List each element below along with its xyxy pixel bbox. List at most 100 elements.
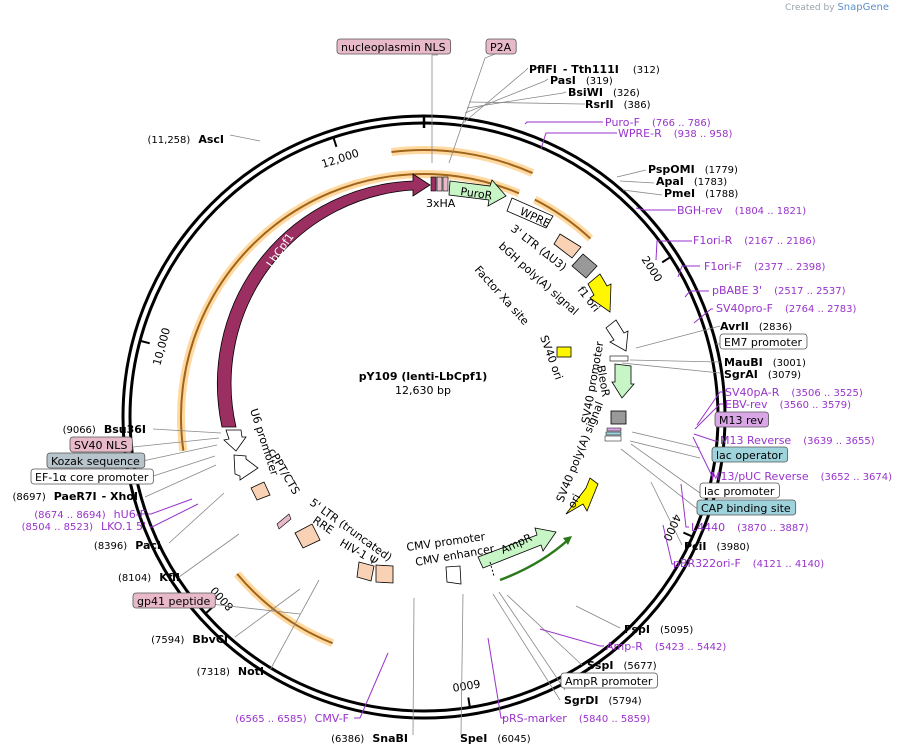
- site-noti[interactable]: NotI(7318): [197, 665, 264, 678]
- primer-name: pBR322ori-F: [673, 557, 741, 570]
- feature-box-6[interactable]: CAP binding site: [696, 499, 797, 516]
- feature-box-8[interactable]: gp41 peptide: [132, 592, 216, 609]
- bleor-feature[interactable]: [611, 363, 635, 399]
- primer-9[interactable]: M13 Reverse(3639 .. 3655): [720, 434, 875, 447]
- cmv-enhancer-feature[interactable]: [375, 564, 394, 584]
- site-paci[interactable]: PacI(8396): [94, 539, 161, 552]
- primer-16[interactable]: hU6-F(8674 .. 8694): [34, 508, 146, 521]
- bgh-polya-feature[interactable]: [571, 253, 598, 279]
- sv40ori-label: SV40 ori: [537, 334, 565, 382]
- site-name: PflFI: [529, 63, 557, 76]
- site-asci[interactable]: AscI(11,258): [148, 133, 224, 146]
- ef1a-promoter-feature[interactable]: [233, 454, 259, 481]
- primer-range: (3506 .. 3525): [791, 388, 863, 399]
- f1-ori-feature[interactable]: [587, 273, 612, 313]
- feature-box-10[interactable]: Kozak sequence: [46, 452, 146, 469]
- rre-feature[interactable]: [294, 523, 321, 549]
- site-rsrii[interactable]: RsrII(386): [585, 98, 651, 111]
- sv40-promoter-feature[interactable]: [605, 319, 629, 352]
- ori-feature[interactable]: [565, 477, 599, 515]
- primer-0[interactable]: Puro-F(766 .. 786): [605, 116, 711, 129]
- primer-lines: [148, 121, 723, 719]
- tick-mark: [139, 339, 150, 345]
- puror-orf-arc: [534, 198, 592, 240]
- ampr-feature[interactable]: [477, 527, 557, 569]
- site-bsu36i[interactable]: Bsu36I(9066): [63, 423, 146, 436]
- site-apai[interactable]: ApaI(1783): [656, 175, 727, 188]
- primer-11[interactable]: L4440(3870 .. 3887): [691, 521, 809, 534]
- lac-operator-feature[interactable]: [605, 431, 622, 436]
- feature-box-bg: [30, 468, 154, 485]
- feature-box-1[interactable]: P2A: [485, 38, 517, 55]
- primer-5[interactable]: pBABE 3'(2517 .. 2537): [712, 284, 846, 297]
- primer-range: (766 .. 786): [652, 118, 711, 129]
- feature-box-7[interactable]: AmpR promoter: [560, 672, 658, 689]
- feature-box-11[interactable]: EF-1α core promoter: [30, 468, 154, 485]
- site-fspi[interactable]: FspI(5095): [624, 623, 693, 636]
- primer-12[interactable]: pBR322ori-F(4121 .. 4140): [673, 557, 824, 570]
- p2a-feature[interactable]: [442, 176, 449, 192]
- site-sgrdi[interactable]: SgrDI(5794): [564, 694, 642, 707]
- site-name: KflI: [159, 571, 180, 584]
- sv40-polya-feature[interactable]: [610, 410, 627, 425]
- primer-3[interactable]: F1ori-R(2167 .. 2186): [693, 234, 816, 247]
- site-name-alt: - XhoI: [102, 490, 138, 503]
- puror-feature[interactable]: [448, 179, 507, 207]
- site-pmei[interactable]: PmeI(1788): [664, 187, 738, 200]
- ampr-orf-arrowhead: [563, 536, 572, 545]
- site-sgrai[interactable]: SgrAI(3079): [724, 368, 801, 381]
- primer-10[interactable]: M13/pUC Reverse(3652 .. 3674): [711, 470, 892, 483]
- u6-promoter-feature[interactable]: [223, 429, 247, 452]
- primer-4[interactable]: F1ori-F(2377 .. 2398): [704, 260, 825, 273]
- sv40-ori-feature[interactable]: [556, 346, 572, 358]
- em7-promoter-feature[interactable]: [609, 355, 629, 362]
- primer-15[interactable]: CMV-F(6565 .. 6585): [235, 712, 349, 725]
- lac-promoter-feature[interactable]: [604, 435, 622, 442]
- site-position: (319): [586, 76, 613, 87]
- lbcpf1-orf-arc: [180, 173, 520, 451]
- wpre-feature[interactable]: [506, 197, 554, 229]
- m13-rev-feature[interactable]: [606, 427, 622, 432]
- primer-1[interactable]: WPRE-R(938 .. 958): [618, 127, 733, 140]
- lbcpf1-feature[interactable]: [217, 173, 431, 428]
- feature-box-label: EF-1α core promoter: [35, 471, 149, 484]
- site-maubi[interactable]: MauBI(3001): [724, 356, 806, 369]
- site-bbvci[interactable]: BbvCI(7594): [151, 633, 228, 646]
- 3ltr-feature[interactable]: [553, 233, 582, 259]
- cmv-promoter-feature[interactable]: [445, 565, 462, 585]
- site-bsiwi[interactable]: BsiWI(326): [568, 86, 640, 99]
- feature-box-3[interactable]: M13 rev: [714, 411, 769, 428]
- site-avrii[interactable]: AvrII(2836): [720, 320, 792, 333]
- site-pspomi[interactable]: PspOMI(1779): [648, 163, 738, 176]
- site-spei[interactable]: SpeI(6045): [460, 732, 531, 745]
- primer-13[interactable]: Amp-R(5423 .. 5442): [606, 640, 726, 653]
- primer-14[interactable]: pRS-marker(5840 .. 5859): [502, 712, 650, 725]
- site-snabi[interactable]: SnaBI(6386): [331, 732, 408, 745]
- 3xha-feature[interactable]: [436, 176, 443, 192]
- 5ltr-feature[interactable]: [356, 561, 375, 582]
- site-pasi[interactable]: PasI(319): [550, 74, 613, 87]
- primer-7[interactable]: SV40pA-R(3506 .. 3525): [725, 386, 863, 399]
- feature-box-9[interactable]: SV40 NLS: [69, 436, 133, 453]
- site-pcii[interactable]: PciI(3980): [684, 540, 750, 553]
- feature-box-5[interactable]: lac promoter: [699, 482, 780, 499]
- feature-box-2[interactable]: EM7 promoter: [719, 333, 808, 350]
- primer-2[interactable]: BGH-rev(1804 .. 1821): [677, 204, 806, 217]
- primer-6[interactable]: SV40pro-F(2764 .. 2783): [716, 302, 857, 315]
- site-sspi[interactable]: SspI(5677): [587, 659, 657, 672]
- site-kfli[interactable]: KflI(8104): [118, 571, 180, 584]
- primer-name: Amp-R: [606, 640, 643, 653]
- feature-box-0[interactable]: nucleoplasmin NLS: [336, 38, 452, 55]
- tick-mark: [332, 137, 338, 148]
- feature-box-4[interactable]: lac operator: [711, 446, 789, 463]
- cppt-feature[interactable]: [250, 481, 271, 501]
- site-position: (7318): [197, 667, 230, 678]
- gp41-feature[interactable]: [276, 513, 292, 530]
- site-pflfi[interactable]: PflFI- Tth111I(312): [529, 63, 660, 76]
- primer-8[interactable]: EBV-rev(3560 .. 3579): [725, 398, 851, 411]
- nucleoplasmin-nls-feature[interactable]: [430, 176, 437, 192]
- primer-17[interactable]: LKO.1 5'(8504 .. 8523): [22, 520, 146, 533]
- feature-box-bg: [560, 672, 658, 689]
